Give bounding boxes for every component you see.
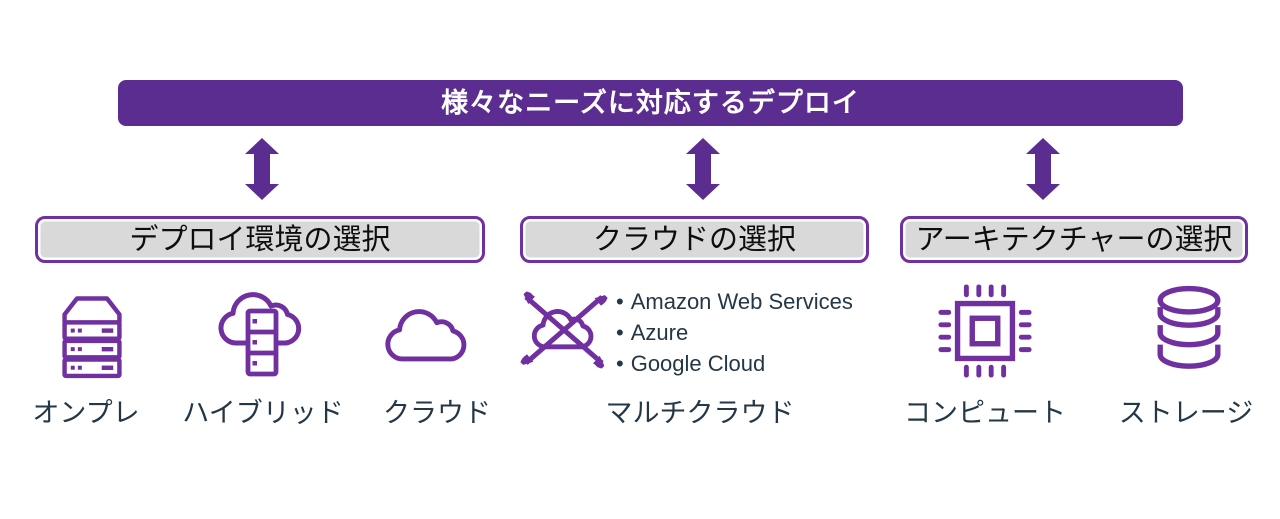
cloud-icon	[385, 309, 467, 362]
bullet-icon: •	[616, 289, 624, 314]
provider-name: Google Cloud	[630, 351, 766, 376]
list-item: •Azure	[616, 317, 886, 348]
category-box-cloud-choice: クラウドの選択	[520, 216, 869, 263]
list-item: •Amazon Web Services	[616, 286, 886, 317]
bullet-icon: •	[616, 320, 624, 345]
item-label-compute: コンピュート	[904, 398, 1066, 428]
bullet-icon: •	[616, 351, 624, 376]
double-arrow-icon	[1026, 138, 1060, 200]
item-label-multicloud: マルチクラウド	[605, 398, 795, 428]
double-arrow-icon	[245, 138, 279, 200]
multi-cloud-icon	[512, 284, 616, 376]
category-box-deploy-env: デプロイ環境の選択	[35, 216, 485, 263]
list-item: •Google Cloud	[616, 348, 886, 379]
database-icon	[1157, 285, 1221, 369]
category-box-architecture: アーキテクチャーの選択	[900, 216, 1248, 263]
double-arrow-icon	[686, 138, 720, 200]
cloud-provider-list: •Amazon Web Services •Azure •Google Clou…	[616, 286, 886, 379]
item-label-onprem: オンプレ	[32, 398, 140, 428]
item-label-hybrid: ハイブリッド	[182, 398, 344, 428]
provider-name: Amazon Web Services	[630, 289, 853, 314]
server-icon	[62, 296, 122, 379]
hybrid-cloud-icon	[218, 292, 302, 377]
cpu-chip-icon	[938, 284, 1032, 378]
item-label-storage: ストレージ	[1118, 398, 1254, 428]
title-banner: 様々なニーズに対応するデプロイ	[118, 80, 1183, 126]
provider-name: Azure	[630, 320, 689, 345]
item-label-cloud: クラウド	[383, 398, 491, 428]
